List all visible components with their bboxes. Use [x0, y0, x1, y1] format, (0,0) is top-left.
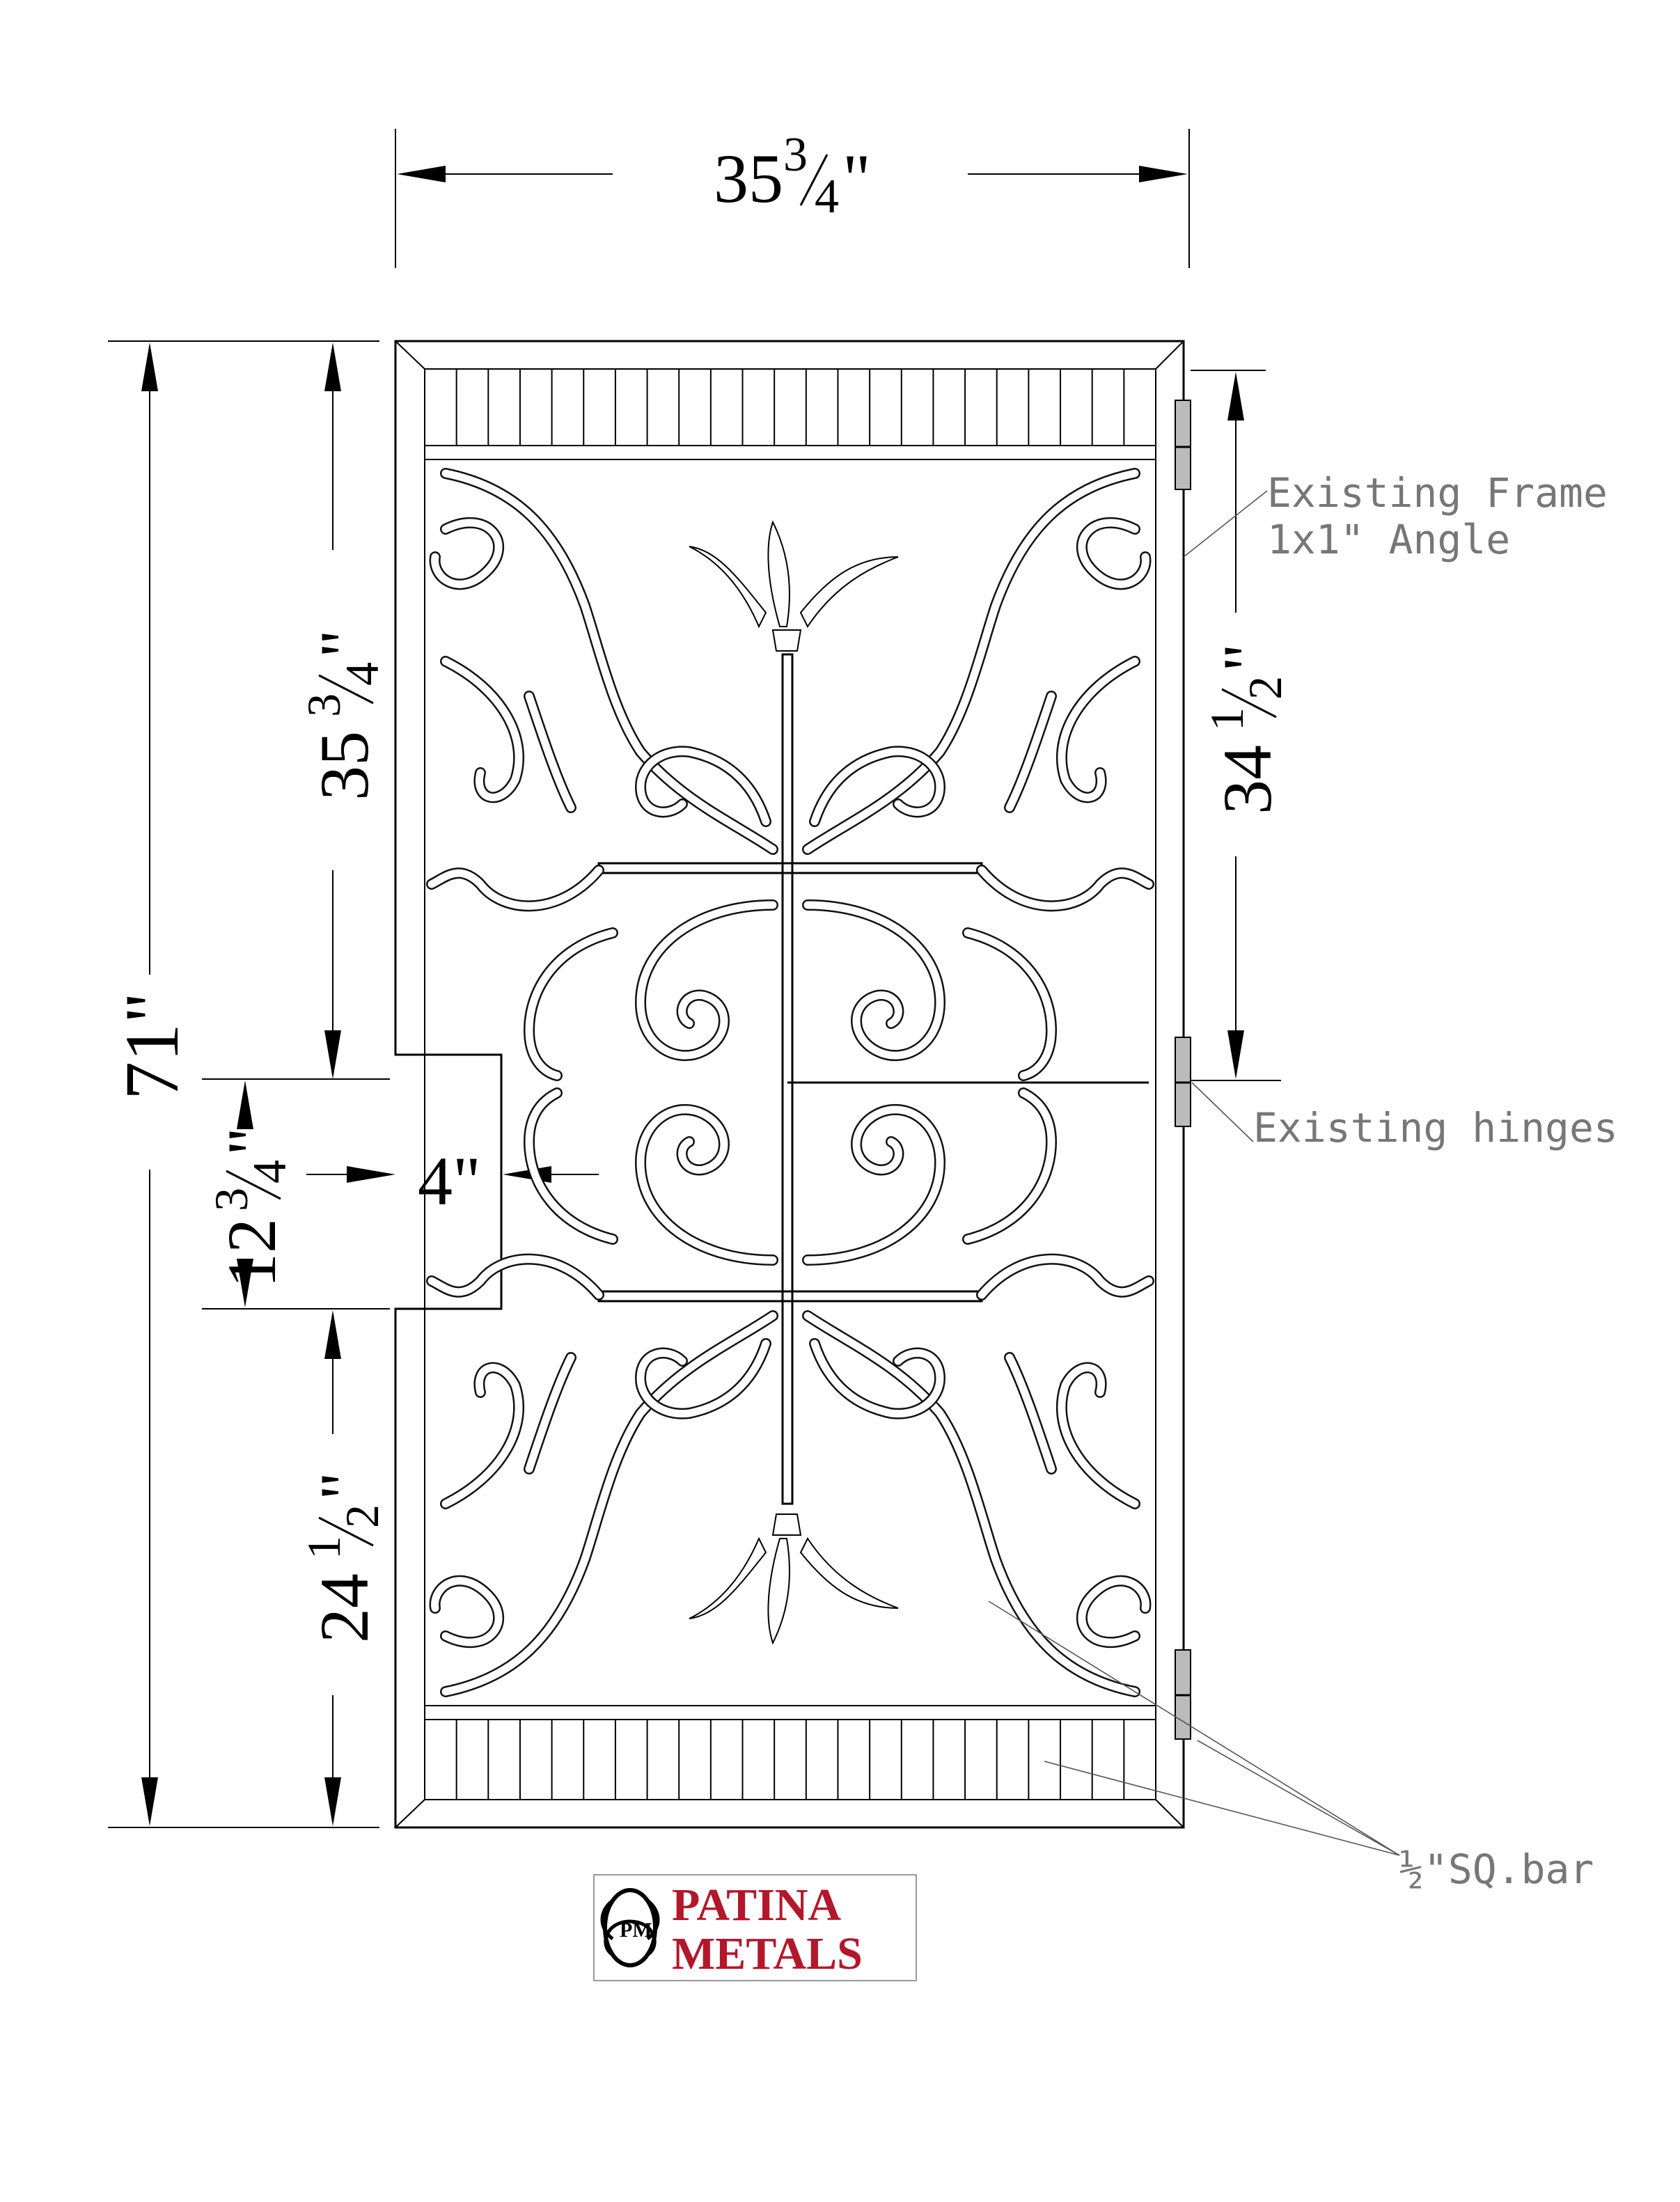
notch-depth-dimension: 4"	[306, 1142, 599, 1220]
scrollwork	[426, 468, 1149, 1692]
width-dimension: 35 3 4 "	[395, 128, 1190, 268]
hinge-top	[1175, 400, 1191, 490]
frame-note-line2: 1x1" Angle	[1267, 516, 1510, 563]
logo-line2: METALS	[672, 1928, 863, 1979]
hinge-middle	[1175, 1037, 1191, 1127]
logo-line1: PATINA	[672, 1880, 842, 1930]
existing-hinges-note: Existing hinges	[1191, 1082, 1618, 1151]
upper-dim-mark: "	[306, 629, 383, 658]
lower-dim-den: 2	[336, 1504, 388, 1528]
hinge-dim-num: 1	[1200, 707, 1253, 731]
bottom-pickets	[455, 1720, 1125, 1800]
hinge-dim-mark: "	[1209, 643, 1286, 672]
top-pickets	[455, 369, 1125, 446]
lower-dim-mark: "	[306, 1472, 383, 1500]
upper-dim-den: 4	[336, 662, 388, 686]
gate-frame	[394, 340, 1185, 1829]
upper-height-dimension: 35 3 4 "	[297, 343, 388, 1079]
square-bar-label: ½"SQ.bar	[1399, 1846, 1594, 1893]
lower-dim-whole: 24	[306, 1573, 383, 1643]
logo-monogram: PM	[620, 1919, 652, 1942]
width-dim-mark: "	[842, 140, 871, 217]
notch-dim-num: 3	[205, 1188, 258, 1211]
total-height-dimension: 71"	[108, 340, 379, 1828]
hinge-span-dimension: 34 1 2 "	[1191, 370, 1292, 1081]
width-dim-num: 3	[783, 128, 808, 182]
total-height-label: 71"	[109, 992, 194, 1100]
hinge-bottom	[1175, 1649, 1191, 1740]
hinge-dim-whole: 34	[1209, 745, 1286, 815]
notch-dim-mark: "	[213, 1127, 290, 1156]
frame-note-line1: Existing Frame	[1267, 469, 1608, 517]
width-dim-whole: 35	[714, 140, 783, 217]
square-bar-note: ½"SQ.bar	[988, 1601, 1594, 1893]
upper-dim-whole: 35	[306, 731, 383, 801]
notch-dim-den: 4	[243, 1160, 296, 1183]
notch-depth-label: 4"	[418, 1142, 481, 1220]
lower-dim-num: 1	[297, 1536, 350, 1559]
logo-emblem-icon: PM	[600, 1888, 660, 1967]
hinges-note: Existing hinges	[1253, 1104, 1618, 1151]
notch-height-dimension: 12 3 4 "	[202, 1078, 390, 1310]
width-dim-den: 4	[815, 170, 839, 223]
lower-height-dimension: 24 1 2 "	[297, 1310, 388, 1826]
upper-dim-num: 3	[297, 693, 350, 717]
existing-frame-note: Existing Frame 1x1" Angle	[1183, 469, 1608, 563]
hinge-dim-den: 2	[1239, 676, 1292, 700]
notch-dim-whole: 12	[213, 1218, 290, 1288]
patina-metals-logo: PM PATINA METALS	[593, 1874, 917, 1981]
